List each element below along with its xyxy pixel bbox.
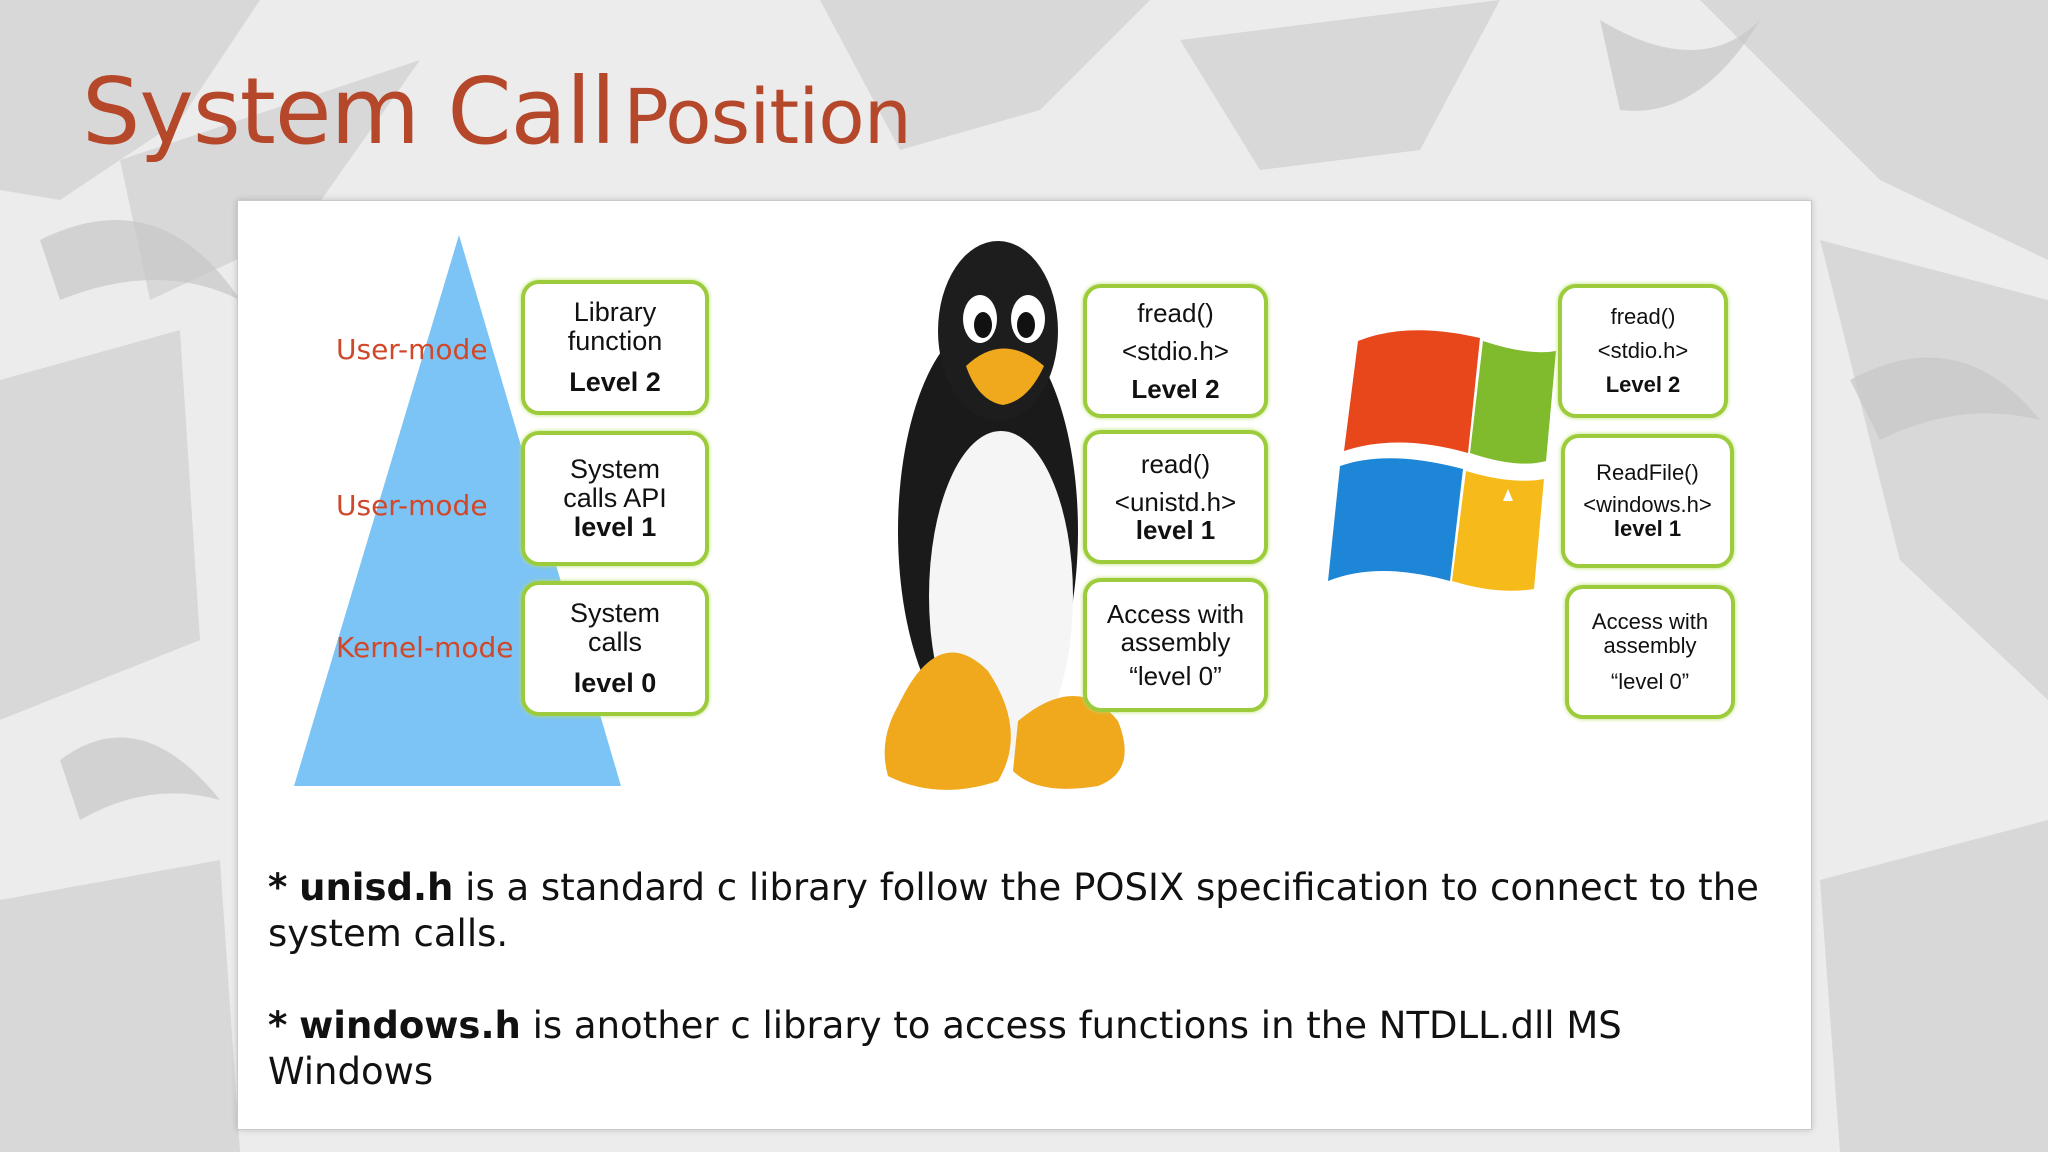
box-level: “level 0” bbox=[1610, 668, 1690, 694]
box-line-2: <stdio.h> bbox=[1122, 335, 1229, 366]
note-text: is another c library to access functions… bbox=[268, 1004, 1622, 1093]
note-text: is a standard c library follow the POSIX… bbox=[268, 866, 1759, 955]
linux-box-read: read() <unistd.h> level 1 bbox=[1083, 430, 1268, 564]
box-level: Level 2 bbox=[1131, 374, 1220, 405]
pyramid-box-syscall-api: System calls API level 1 bbox=[521, 431, 709, 566]
windows-box-fread: fread() <stdio.h> Level 2 bbox=[1558, 284, 1728, 418]
box-level: Level 2 bbox=[1605, 371, 1681, 397]
linux-box-assembly: Access with assembly “level 0” bbox=[1083, 578, 1268, 712]
box-line-2: calls bbox=[587, 626, 642, 657]
box-level: level 1 bbox=[1613, 515, 1682, 541]
box-line-2: assembly bbox=[1120, 626, 1231, 657]
box-level: Level 2 bbox=[569, 367, 661, 398]
box-level: level 1 bbox=[1135, 515, 1216, 546]
box-line-1: ReadFile() bbox=[1596, 460, 1699, 486]
box-line-1: read() bbox=[1140, 448, 1211, 479]
note-term: windows.h bbox=[299, 1004, 521, 1047]
windows-box-assembly: Access with assembly “level 0” bbox=[1565, 585, 1735, 719]
box-line-1: fread() bbox=[1610, 304, 1676, 330]
mode-label-user-1: User-mode bbox=[336, 333, 488, 366]
box-level: level 0 bbox=[573, 668, 657, 699]
note-windows: * windows.h is another c library to acce… bbox=[268, 1003, 1788, 1095]
note-star: * bbox=[268, 866, 288, 909]
note-star: * bbox=[268, 1004, 288, 1047]
linux-box-fread: fread() <stdio.h> Level 2 bbox=[1083, 284, 1268, 418]
box-line-2: function bbox=[567, 325, 663, 356]
box-line-2: <windows.h> bbox=[1583, 492, 1712, 518]
box-line-1: Access with bbox=[1591, 609, 1709, 635]
box-line-2: assembly bbox=[1603, 633, 1697, 659]
note-term: unisd.h bbox=[299, 866, 454, 909]
figure-panel: User-mode User-mode Kernel-mode Library … bbox=[237, 200, 1812, 1130]
windows-box-readfile: ReadFile() <windows.h> level 1 bbox=[1561, 434, 1734, 568]
box-line-1: Library bbox=[573, 296, 657, 327]
box-line-1: System bbox=[569, 453, 661, 484]
windows-logo-icon bbox=[1328, 330, 1556, 591]
box-line-2: calls API bbox=[563, 482, 667, 513]
note-unistd: * unisd.h is a standard c library follow… bbox=[268, 865, 1788, 957]
box-line-2: <unistd.h> bbox=[1114, 486, 1237, 517]
tux-penguin-icon bbox=[884, 241, 1125, 790]
pyramid-box-syscalls: System calls level 0 bbox=[521, 581, 709, 716]
box-line-1: fread() bbox=[1137, 297, 1214, 328]
title-part-2: Position bbox=[623, 72, 912, 161]
pyramid-box-library: Library function Level 2 bbox=[521, 280, 709, 415]
box-level: “level 0” bbox=[1129, 661, 1222, 692]
mode-label-kernel: Kernel-mode bbox=[336, 631, 514, 664]
box-line-2: <stdio.h> bbox=[1597, 338, 1689, 364]
title-part-1: System Call bbox=[82, 58, 616, 165]
box-level: level 1 bbox=[573, 512, 657, 543]
box-line-1: Access with bbox=[1106, 598, 1245, 629]
mode-label-user-2: User-mode bbox=[336, 489, 488, 522]
box-line-1: System bbox=[569, 597, 661, 628]
